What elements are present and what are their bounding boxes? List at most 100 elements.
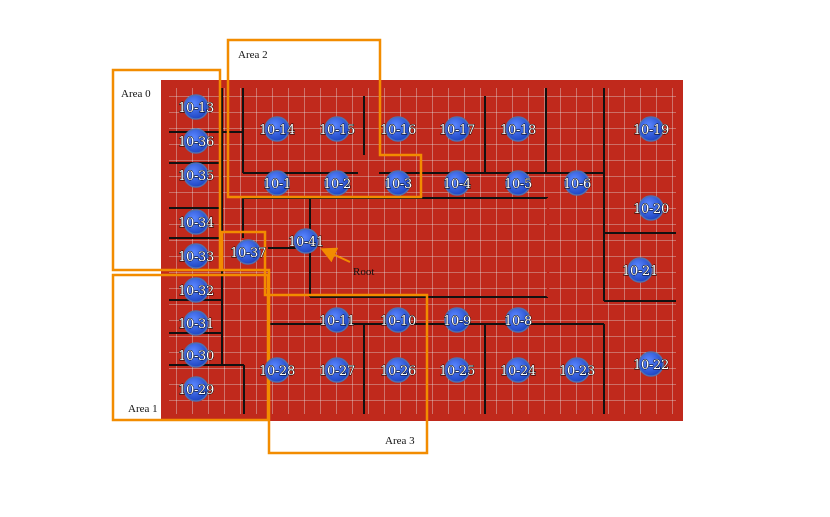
root-arrow [320, 247, 351, 263]
root-annotation: Root [320, 247, 374, 278]
node-10-1: 10-1 [263, 170, 292, 196]
node-marker [505, 357, 531, 383]
node-label: 10-36 [178, 135, 214, 150]
node-10-21: 10-21 [622, 257, 659, 283]
node-marker [183, 277, 209, 303]
node-label: 10-14 [259, 123, 295, 138]
node-label: 10-21 [622, 264, 658, 279]
node-marker [183, 376, 209, 402]
node-label: 10-25 [439, 364, 475, 379]
node-10-15: 10-15 [319, 116, 356, 142]
node-marker [235, 239, 261, 265]
node-marker [505, 116, 531, 142]
area-3-outline [220, 230, 429, 455]
node-10-26: 10-26 [380, 357, 417, 383]
node-label: 10-22 [633, 358, 669, 373]
node-label: 10-20 [633, 202, 669, 217]
node-marker [324, 307, 350, 333]
node-label: 10-29 [178, 383, 214, 398]
node-marker [183, 128, 209, 154]
node-10-32: 10-32 [178, 277, 215, 303]
area-0-outline [111, 68, 222, 272]
node-label: 10-34 [178, 216, 214, 231]
node-label: 10-33 [178, 250, 214, 265]
node-marker [183, 209, 209, 235]
node-10-22: 10-22 [633, 351, 670, 377]
node-marker [444, 357, 470, 383]
node-label: 10-13 [178, 101, 214, 116]
node-10-2: 10-2 [323, 170, 352, 196]
node-10-35: 10-35 [178, 162, 215, 188]
node-marker [444, 116, 470, 142]
node-10-31: 10-31 [178, 310, 215, 336]
node-10-14: 10-14 [259, 116, 296, 142]
node-label: 10-31 [178, 317, 214, 332]
node-label: 10-23 [559, 364, 595, 379]
node-marker [385, 116, 411, 142]
node-label: 10-5 [504, 177, 532, 192]
node-10-18: 10-18 [500, 116, 537, 142]
node-10-24: 10-24 [500, 357, 537, 383]
node-label: 10-15 [319, 123, 355, 138]
node-label: 10-3 [384, 177, 412, 192]
node-label: 10-37 [230, 246, 266, 261]
node-label: 10-28 [259, 364, 295, 379]
node-label: 10-2 [323, 177, 351, 192]
node-marker [385, 357, 411, 383]
node-marker [444, 307, 470, 333]
area-2-outline [226, 38, 423, 199]
area-outlines [111, 38, 429, 455]
root-label: Root [353, 266, 374, 278]
node-marker [444, 170, 470, 196]
node-marker [264, 116, 290, 142]
node-marker [627, 257, 653, 283]
node-marker [324, 116, 350, 142]
node-label: 10-32 [178, 284, 214, 299]
node-10-10: 10-10 [380, 307, 417, 333]
node-marker [638, 116, 664, 142]
node-10-23: 10-23 [559, 357, 596, 383]
node-10-41: 10-41 [288, 228, 325, 254]
node-10-13: 10-13 [178, 94, 215, 120]
area-0-label: Area 0 [121, 88, 151, 100]
node-marker [264, 170, 290, 196]
building [161, 80, 683, 421]
node-10-29: 10-29 [178, 376, 215, 402]
nodes-layer: 10-13 10-36 10-35 10-34 10-33 10-32 10-31 10-30… [178, 94, 670, 402]
node-label: 10-9 [443, 314, 471, 329]
node-10-3: 10-3 [384, 170, 413, 196]
node-label: 10-10 [380, 314, 416, 329]
node-label: 10-11 [319, 314, 355, 329]
node-10-19: 10-19 [633, 116, 670, 142]
node-10-27: 10-27 [319, 357, 356, 383]
node-marker [638, 195, 664, 221]
node-marker [505, 170, 531, 196]
node-marker [183, 243, 209, 269]
node-label: 10-8 [504, 314, 532, 329]
node-marker [183, 310, 209, 336]
node-label: 10-16 [380, 123, 416, 138]
node-10-34: 10-34 [178, 209, 215, 235]
node-label: 10-1 [263, 177, 291, 192]
area-labels: Area 0 Area 1 Area 2 Area 3 [121, 49, 415, 447]
node-10-9: 10-9 [443, 307, 472, 333]
node-marker [324, 357, 350, 383]
node-marker [564, 170, 590, 196]
node-marker [638, 351, 664, 377]
node-label: 10-18 [500, 123, 536, 138]
node-marker [183, 162, 209, 188]
node-10-11: 10-11 [319, 307, 356, 333]
node-label: 10-6 [563, 177, 591, 192]
wall-accents [362, 88, 550, 297]
node-10-16: 10-16 [380, 116, 417, 142]
node-10-33: 10-33 [178, 243, 215, 269]
node-marker [564, 357, 590, 383]
node-marker [324, 170, 350, 196]
node-label: 10-26 [380, 364, 416, 379]
area-3-label: Area 3 [385, 435, 415, 447]
node-label: 10-30 [178, 349, 214, 364]
node-marker [264, 357, 290, 383]
node-10-25: 10-25 [439, 357, 476, 383]
node-10-17: 10-17 [439, 116, 476, 142]
